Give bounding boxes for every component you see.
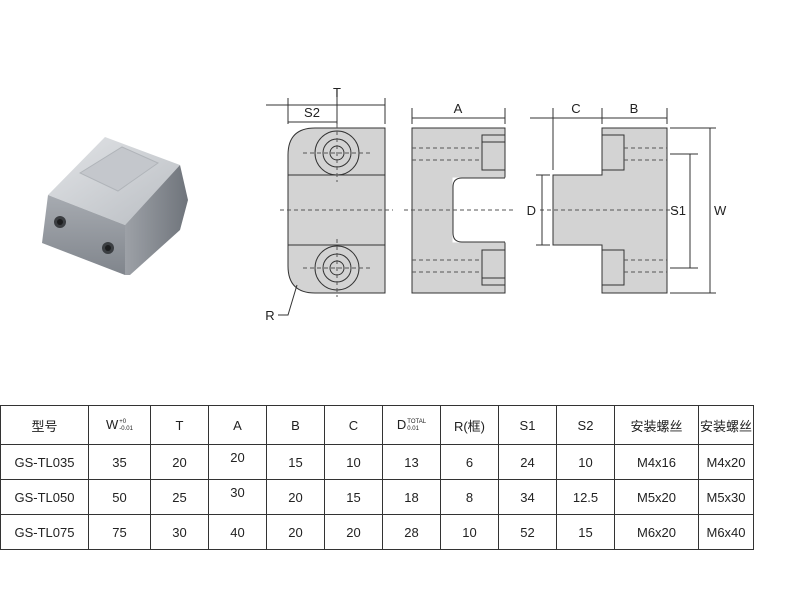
cell-s1: 34 xyxy=(498,479,557,515)
product-photo xyxy=(42,137,188,275)
dim-label-d: D xyxy=(527,203,536,218)
table-row: GS-TL050 50 25 30 20 15 18 8 34 12.5 M5x… xyxy=(0,479,754,515)
cell-model: GS-TL050 xyxy=(0,479,89,515)
cell-a: 30 xyxy=(208,479,267,515)
cell-model: GS-TL075 xyxy=(0,514,89,550)
dim-label-s2: S2 xyxy=(304,105,320,120)
header-s2: S2 xyxy=(556,405,615,445)
cell-b: 20 xyxy=(266,479,325,515)
cell-c: 20 xyxy=(324,514,383,550)
cell-screw-2: M6x40 xyxy=(698,514,754,550)
cell-d: 13 xyxy=(382,444,441,480)
dim-label-c: C xyxy=(571,101,580,116)
cell-screw-1: M5x20 xyxy=(614,479,699,515)
cell-t: 20 xyxy=(150,444,209,480)
cell-r: 8 xyxy=(440,479,499,515)
header-t: T xyxy=(150,405,209,445)
cell-s2: 15 xyxy=(556,514,615,550)
dim-label-r: R xyxy=(265,308,274,323)
header-s1: S1 xyxy=(498,405,557,445)
cell-b: 15 xyxy=(266,444,325,480)
table-row: GS-TL075 75 30 40 20 20 28 10 52 15 M6x2… xyxy=(0,514,754,550)
cell-a: 20 xyxy=(208,444,267,480)
cell-model: GS-TL035 xyxy=(0,444,89,480)
cell-d: 18 xyxy=(382,479,441,515)
dim-label-b: B xyxy=(630,101,639,116)
header-w: W+0-0.01 xyxy=(88,405,151,445)
cell-c: 15 xyxy=(324,479,383,515)
header-c: C xyxy=(324,405,383,445)
dim-label-t: T xyxy=(333,85,341,100)
cell-w: 50 xyxy=(88,479,151,515)
cell-b: 20 xyxy=(266,514,325,550)
table-row: GS-TL035 35 20 20 15 10 13 6 24 10 M4x16… xyxy=(0,444,754,480)
cell-screw-2: M4x20 xyxy=(698,444,754,480)
cell-r: 6 xyxy=(440,444,499,480)
header-screw-2: 安装螺丝 xyxy=(698,405,754,445)
cell-s1: 52 xyxy=(498,514,557,550)
cell-w: 75 xyxy=(88,514,151,550)
cell-a: 40 xyxy=(208,514,267,550)
header-b: B xyxy=(266,405,325,445)
cell-t: 25 xyxy=(150,479,209,515)
cell-screw-1: M6x20 xyxy=(614,514,699,550)
header-a: A xyxy=(208,405,267,445)
cell-r: 10 xyxy=(440,514,499,550)
cell-s1: 24 xyxy=(498,444,557,480)
cell-t: 30 xyxy=(150,514,209,550)
technical-drawings: T S2 R A C B D S1 W xyxy=(265,85,727,323)
dim-label-w: W xyxy=(714,203,727,218)
dim-label-s1: S1 xyxy=(670,203,686,218)
dim-label-a: A xyxy=(454,101,463,116)
cell-screw-1: M4x16 xyxy=(614,444,699,480)
header-model: 型号 xyxy=(0,405,89,445)
header-screw-1: 安装螺丝 xyxy=(614,405,699,445)
cell-screw-2: M5x30 xyxy=(698,479,754,515)
cell-c: 10 xyxy=(324,444,383,480)
cell-d: 28 xyxy=(382,514,441,550)
cell-s2: 12.5 xyxy=(556,479,615,515)
cell-w: 35 xyxy=(88,444,151,480)
cell-s2: 10 xyxy=(556,444,615,480)
header-r: R(框) xyxy=(440,405,499,445)
